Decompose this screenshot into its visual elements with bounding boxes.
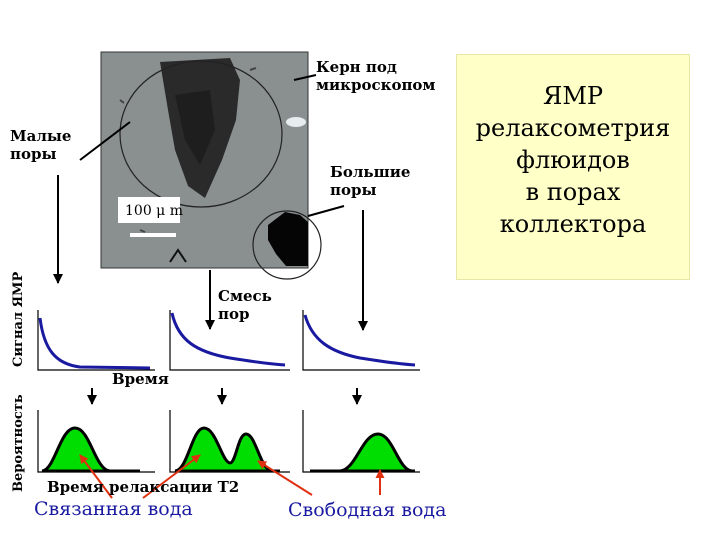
distribution-large-pores [302,410,420,473]
large-pores-label: Большие поры [330,163,411,199]
probability-axis-label: Вероятность [11,394,26,492]
distribution-small-pores [37,410,155,473]
water-annotation-arrows [79,454,385,499]
decay-graph-pore-mixture [169,310,290,371]
time-label: Время [112,370,169,388]
relaxation-time-label: Время релаксации Т2 [47,478,240,496]
signal-axis-label: Сигнал ЯМР [11,271,26,367]
mixture-label: Смесь пор [218,287,272,323]
pointer-lines [53,74,368,405]
title-panel: ЯМР релаксометрия флюидов в порах коллек… [456,54,690,280]
distribution-pore-mixture [169,410,290,473]
free-water-label: Свободная вода [288,499,447,521]
decay-graph-large-pores [302,310,420,371]
core-micrograph [100,51,322,280]
decay-graph-small-pores [37,310,155,371]
small-pores-label: Малые поры [10,127,72,163]
panel-title: ЯМР релаксометрия флюидов в порах коллек… [475,82,671,238]
decay-graphs [37,310,420,371]
distribution-graphs [37,410,420,473]
scale-label: 100 μ m [125,203,183,219]
core-label: Керн под микроскопом [316,58,436,94]
bound-water-label: Связанная вода [34,498,193,520]
